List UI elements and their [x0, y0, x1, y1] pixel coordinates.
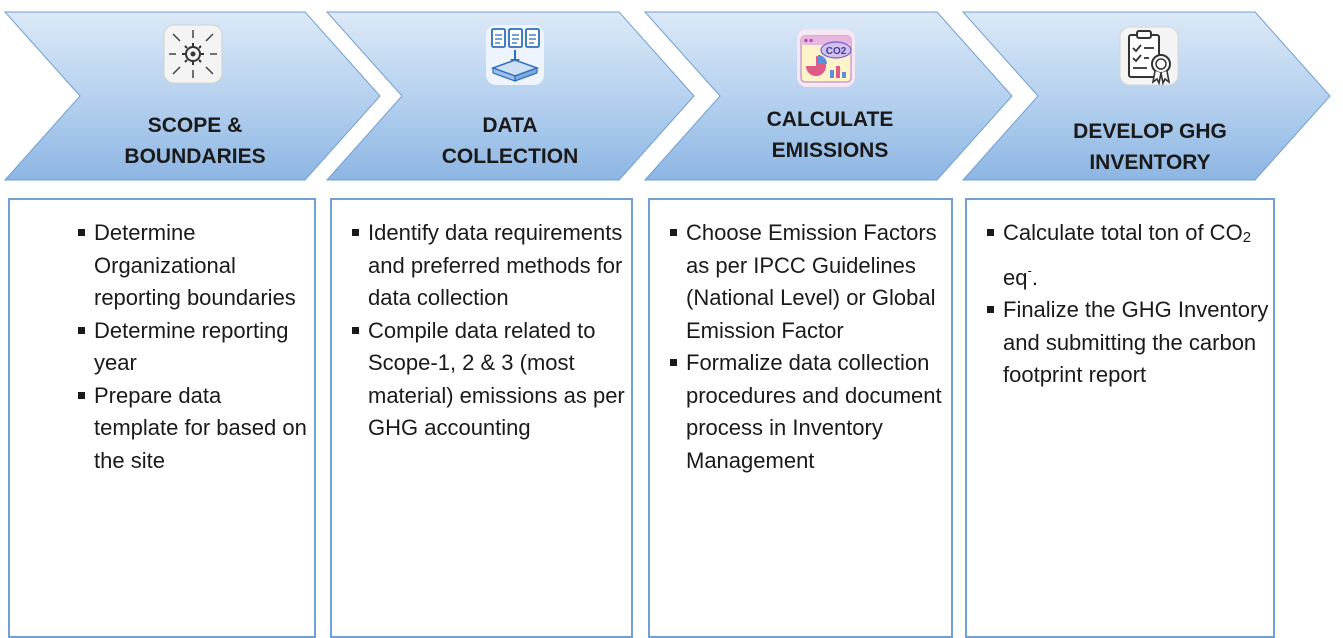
step-title-calculate-emissions: CALCULATE EMISSIONS [730, 104, 930, 166]
svg-text:CO2: CO2 [826, 46, 847, 57]
chevron-step-3 [643, 11, 1013, 181]
bullet-list: Choose Emission Factors as per IPCC Guid… [670, 217, 947, 477]
panel-scope: Determine Organizational reporting bound… [8, 198, 316, 638]
list-item: Compile data related to Scope-1, 2 & 3 (… [352, 315, 625, 445]
title-line: BOUNDARIES [124, 145, 266, 168]
settings-network-icon [163, 24, 223, 86]
panel-ghg-inventory: Calculate total ton of CO2 eq-. Finalize… [965, 198, 1275, 638]
co2-subscript: 2 [1242, 229, 1252, 246]
chevron-step-2 [325, 11, 695, 181]
chevron-step-4 [961, 11, 1331, 181]
list-item: Choose Emission Factors as per IPCC Guid… [670, 217, 947, 347]
list-item: Finalize the GHG Inventory and submittin… [987, 294, 1269, 392]
panel-data-collection: Identify data requirements and preferred… [330, 198, 633, 638]
co2-text-pre: Calculate total ton of CO [1003, 220, 1243, 245]
list-item: Identify data requirements and preferred… [352, 217, 625, 315]
list-item: Prepare data template for based on the s… [78, 380, 308, 478]
title-line: COLLECTION [441, 145, 579, 168]
chevron-step-1 [3, 11, 381, 181]
list-item: Determine Organizational reporting bound… [78, 217, 308, 315]
bullet-list: Identify data requirements and preferred… [352, 217, 625, 445]
bullet-list: Determine Organizational reporting bound… [78, 217, 308, 477]
co2-text-post: eq [1003, 264, 1028, 290]
title-line: INVENTORY [1089, 151, 1211, 174]
co2-text-end: . [1031, 264, 1038, 290]
co2-analytics-icon: CO2 [796, 28, 856, 90]
bullet-list: Calculate total ton of CO2 eq-. Finalize… [987, 217, 1269, 392]
document-collection-icon [485, 24, 545, 86]
list-item: Formalize data collection procedures and… [670, 347, 947, 477]
process-chevrons [3, 11, 1331, 181]
panel-calculate-emissions: Choose Emission Factors as per IPCC Guid… [648, 198, 953, 638]
list-item: Calculate total ton of CO2 eq-. [987, 217, 1269, 294]
step-title-scope: SCOPE & BOUNDARIES [95, 110, 295, 172]
list-item: Determine reporting year [78, 315, 308, 380]
step-title-ghg-inventory: DEVELOP GHG INVENTORY [1040, 116, 1260, 178]
title-line: EMISSIONS [771, 139, 889, 162]
title-line: CALCULATE [766, 108, 894, 131]
co2-superscript: - [1027, 262, 1032, 278]
title-line: DATA [482, 114, 538, 137]
certified-report-icon [1119, 26, 1179, 88]
step-title-data-collection: DATA COLLECTION [410, 110, 610, 172]
title-line: DEVELOP GHG [1073, 120, 1227, 143]
title-line: SCOPE & [147, 114, 243, 137]
